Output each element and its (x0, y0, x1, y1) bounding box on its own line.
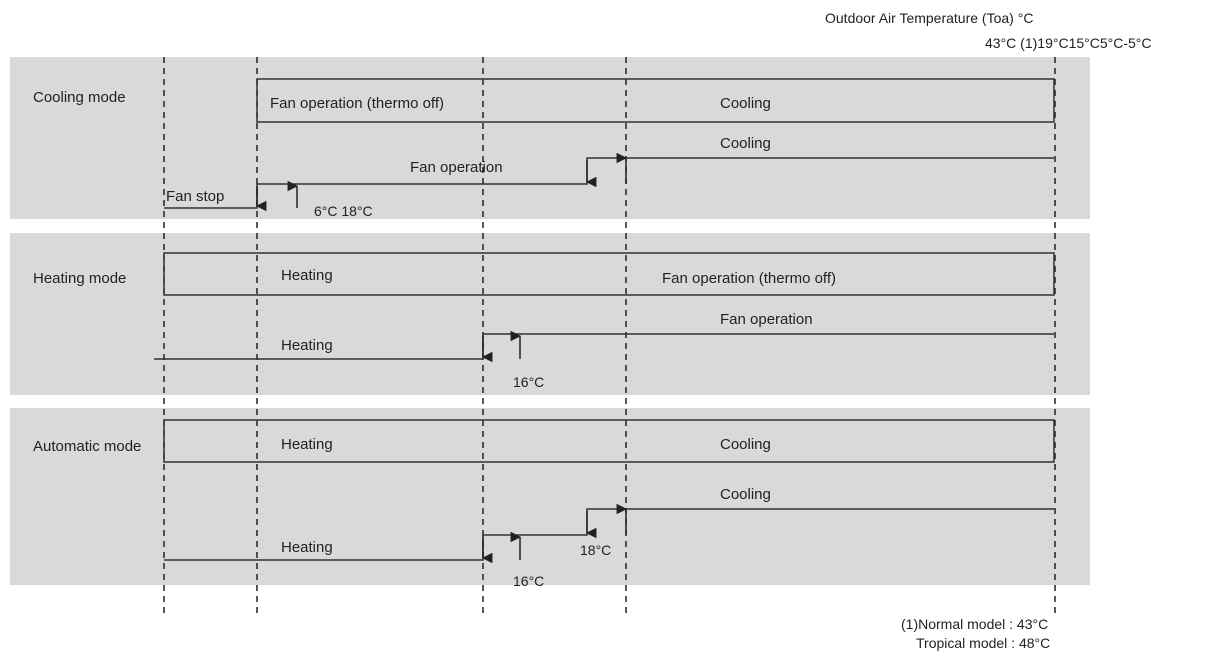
heating-bar-right-label: Fan operation (thermo off) (662, 270, 836, 287)
automatic-mode-band (10, 408, 1090, 585)
heating-bar (163, 252, 1055, 296)
heating-mode-label: Heating mode (33, 270, 127, 287)
cooling-step-left-label: Fan stop (166, 188, 225, 205)
footnote-tropical-model: Tropical model : 48°C (916, 635, 1051, 651)
automatic-bar (163, 419, 1055, 463)
cooling-mode-band (10, 57, 1090, 219)
heating-step-temp: 16°C (513, 374, 545, 390)
cooling-bar-left-label: Fan operation (thermo off) (270, 95, 444, 112)
automatic-mode-label: Automatic mode (33, 438, 142, 455)
cooling-step-right-label: Cooling (720, 135, 771, 152)
automatic-step-left-label: Heating (281, 539, 333, 556)
cooling-step-mid-label: Fan operation (410, 159, 503, 176)
cooling-mode-label: Cooling mode (33, 89, 126, 106)
heating-step-right-label: Fan operation (720, 311, 813, 328)
axis-title: Outdoor Air Temperature (Toa) °C (825, 10, 1034, 26)
automatic-step-right-label: Cooling (720, 486, 771, 503)
automatic-step-temp-low: 16°C (513, 573, 545, 589)
cooling-bar-right-label: Cooling (720, 95, 771, 112)
heating-step-left-label: Heating (281, 337, 333, 354)
cooling-step-temps: 6°C 18°C (314, 203, 373, 219)
automatic-bar-left-label: Heating (281, 436, 333, 453)
automatic-step-line (164, 508, 1054, 561)
automatic-bar-right-label: Cooling (720, 436, 771, 453)
automatic-step-temp-high: 18°C (580, 542, 612, 558)
temperature-scale: 43°C (1)19°C15°C5°C-5°C (985, 35, 1152, 51)
heating-bar-left-label: Heating (281, 267, 333, 284)
footnote-normal-model: (1)Normal model : 43°C (901, 616, 1049, 632)
heating-mode-band (10, 233, 1090, 395)
cooling-bar (256, 78, 1055, 123)
